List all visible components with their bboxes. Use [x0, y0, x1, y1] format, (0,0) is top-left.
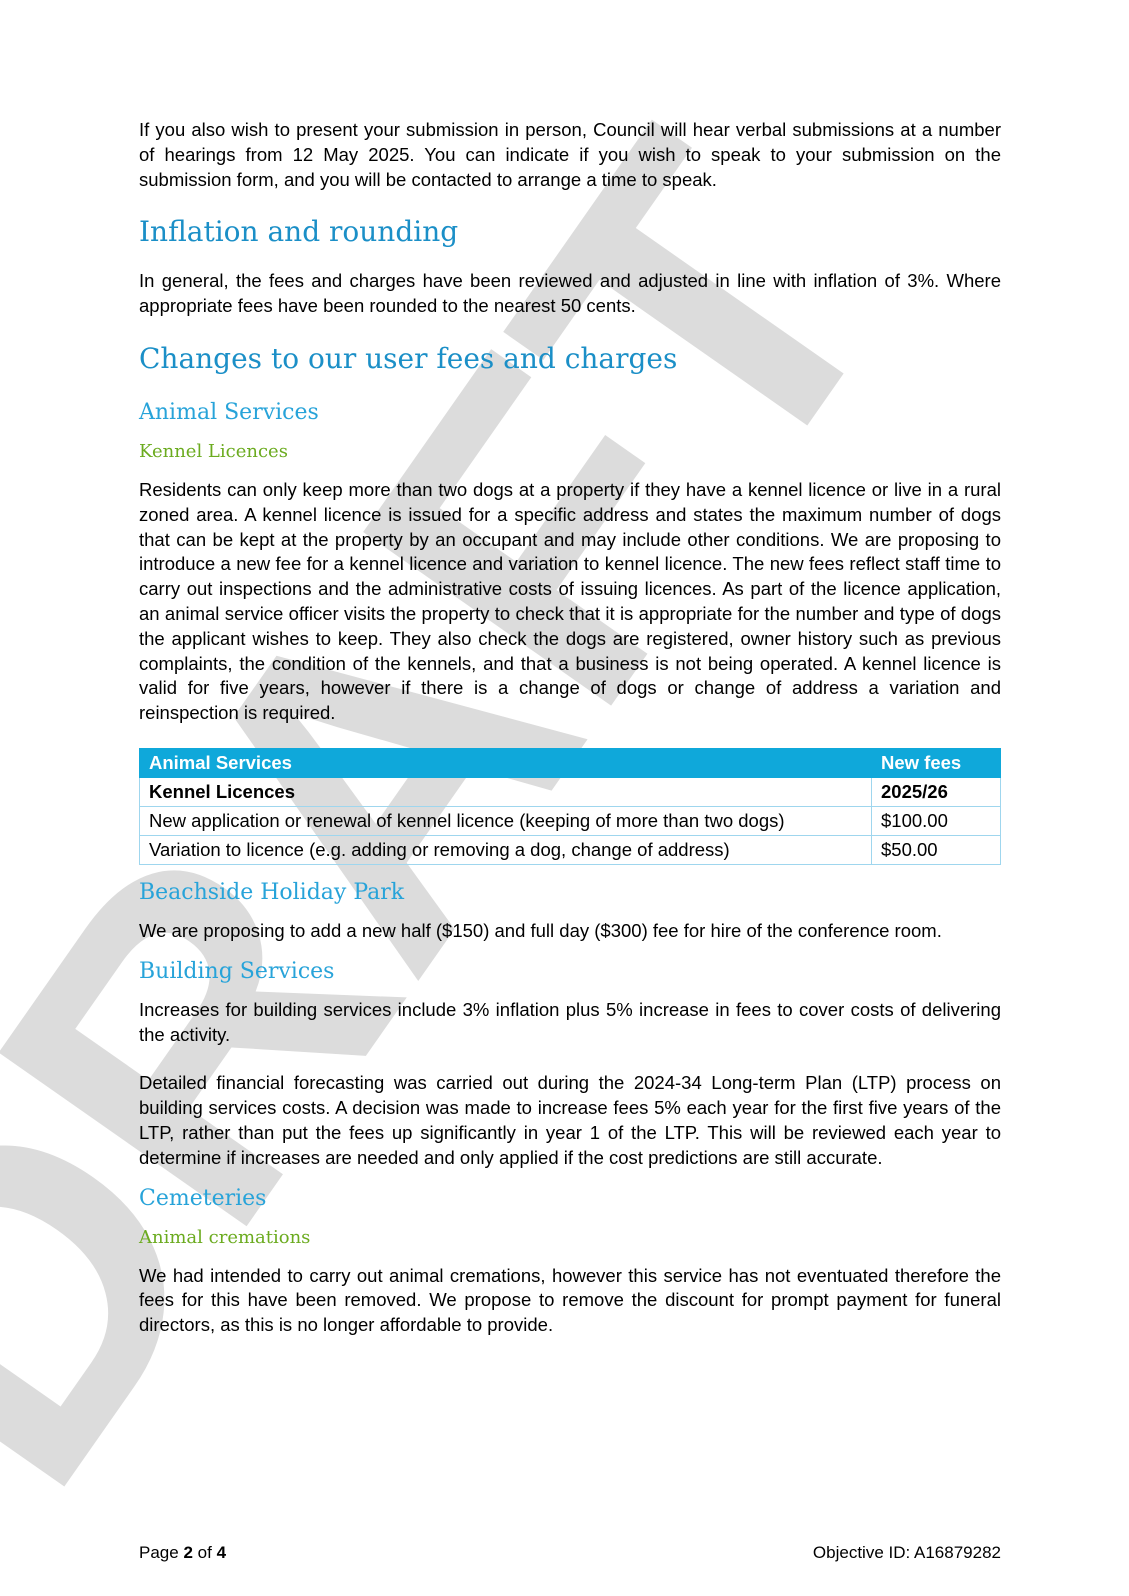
subheading-kennel-licences: Kennel Licences: [139, 440, 288, 462]
fee-description: Variation to licence (e.g. adding or rem…: [139, 834, 872, 865]
heading-building-services: Building Services: [139, 958, 335, 984]
page-content: If you also wish to present your submiss…: [139, 118, 1001, 1338]
table-row: New application or renewal of kennel lic…: [139, 805, 1001, 836]
table-row: Variation to licence (e.g. adding or rem…: [139, 834, 1001, 865]
fee-amount: $50.00: [871, 834, 1001, 865]
table-header-row: Animal Services New fees: [139, 747, 1001, 778]
subheading-animal-cremations: Animal cremations: [139, 1226, 311, 1248]
inflation-paragraph: In general, the fees and charges have be…: [139, 270, 1001, 317]
table-subheader-cell: 2025/26: [871, 776, 1001, 807]
beachside-paragraph: We are proposing to add a new half ($150…: [139, 919, 942, 941]
kennel-paragraph: Residents can only keep more than two do…: [139, 478, 1001, 724]
fee-amount: $100.00: [871, 805, 1001, 836]
table-header-cell: New fees: [871, 747, 1001, 778]
building-paragraph-1: Increases for building services include …: [139, 998, 1001, 1045]
heading-animal-services: Animal Services: [139, 399, 319, 425]
table-subheader-cell: Kennel Licences: [139, 776, 872, 807]
objective-id: Objective ID: A16879282: [812, 1543, 1001, 1562]
page-number: Page 2 of 4: [139, 1543, 227, 1562]
cremations-paragraph: We had intended to carry out animal crem…: [139, 1264, 1001, 1336]
table-header-cell: Animal Services: [139, 747, 872, 778]
intro-paragraph: If you also wish to present your submiss…: [139, 119, 1001, 190]
building-paragraph-2: Detailed financial forecasting was carri…: [139, 1072, 1001, 1168]
heading-changes: Changes to our user fees and charges: [139, 341, 678, 375]
heading-cemeteries: Cemeteries: [139, 1185, 267, 1211]
heading-beachside: Beachside Holiday Park: [139, 879, 405, 905]
table-subheader-row: Kennel Licences 2025/26: [139, 776, 1001, 807]
fee-description: New application or renewal of kennel lic…: [139, 805, 872, 836]
kennel-fees-table: Animal Services New fees Kennel Licences…: [139, 747, 1001, 865]
heading-inflation: Inflation and rounding: [139, 215, 459, 249]
